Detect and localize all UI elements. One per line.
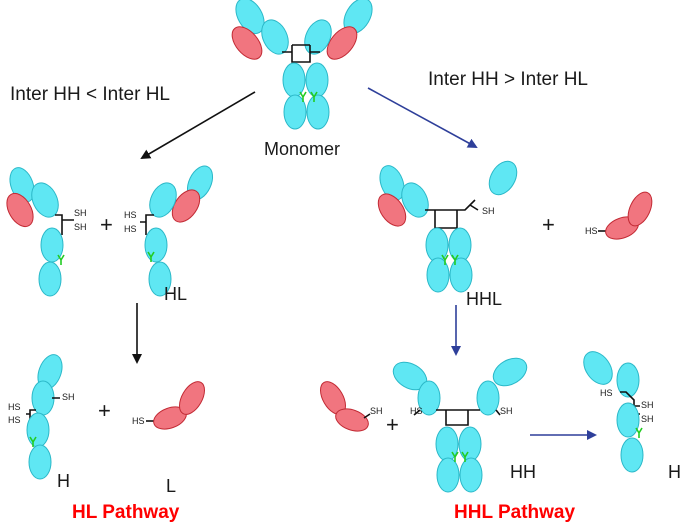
- hhl-label: HHL: [466, 289, 502, 309]
- h-label: H: [57, 471, 70, 491]
- hs-label: HS: [8, 415, 21, 425]
- hs-label: HS: [132, 416, 145, 426]
- hh-label: HH: [510, 462, 536, 482]
- sh-label: SH: [641, 414, 654, 424]
- hs-label: HS: [410, 406, 423, 416]
- light-chain-fragment: HS: [132, 381, 205, 430]
- sh-label: SH: [62, 392, 75, 402]
- monomer-antibody: [231, 0, 373, 130]
- plus-sign: +: [98, 398, 111, 423]
- sh-label: SH: [641, 400, 654, 410]
- plus-sign: +: [386, 412, 399, 437]
- hs-label: HS: [124, 224, 137, 234]
- half-antibody-fragment-left: SH SH: [6, 167, 87, 297]
- hl-fragment: HS HS: [124, 165, 214, 297]
- hl-label: HL: [164, 284, 187, 304]
- h-label: H: [668, 462, 681, 482]
- hh-fragment: HS SH: [392, 357, 528, 493]
- hhl-pathway-title: HHL Pathway: [454, 502, 576, 523]
- arrow-monomer-to-hl: [140, 91, 256, 160]
- plus-sign: +: [100, 212, 113, 237]
- hl-pathway-title: HL Pathway: [72, 502, 180, 523]
- hs-label: HS: [585, 226, 598, 236]
- light-chain-fragment: SH: [320, 381, 383, 432]
- light-chain-fragment: HS: [585, 191, 653, 240]
- sh-label: SH: [74, 208, 87, 218]
- hs-label: HS: [124, 210, 137, 220]
- sh-label: SH: [370, 406, 383, 416]
- hhl-fragment: SH: [377, 160, 518, 293]
- heavy-chain-fragment-right: HS SH SH: [583, 351, 654, 473]
- plus-sign: +: [542, 212, 555, 237]
- arrow-monomer-to-hhl: [367, 87, 478, 148]
- heavy-chain-fragment-left: SH HS HS: [8, 354, 75, 480]
- right-condition-label: Inter HH > Inter HL: [428, 69, 588, 90]
- sh-label: SH: [500, 406, 513, 416]
- hs-label: HS: [8, 402, 21, 412]
- left-condition-label: Inter HH < Inter HL: [10, 84, 170, 105]
- sh-label: SH: [74, 222, 87, 232]
- hs-label: HS: [600, 388, 613, 398]
- l-label: L: [166, 476, 176, 496]
- monomer-label: Monomer: [264, 139, 340, 159]
- sh-label: SH: [482, 206, 495, 216]
